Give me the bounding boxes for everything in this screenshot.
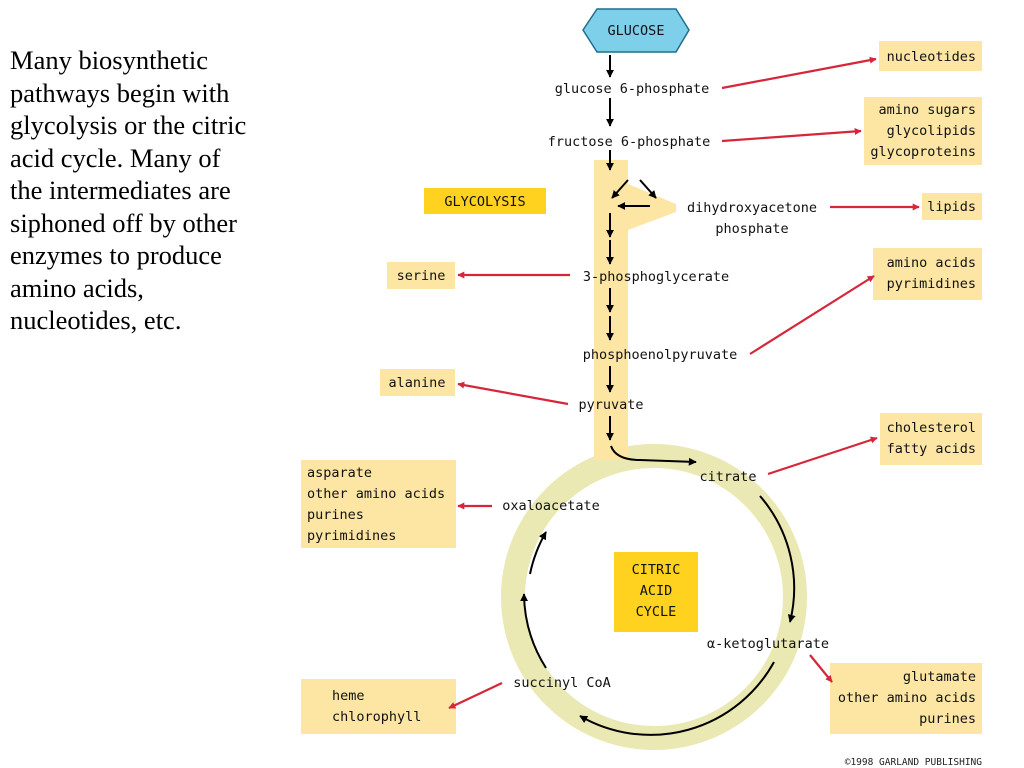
intro-line: glycolysis or the citric <box>10 110 247 140</box>
product-line: glutamate <box>903 669 976 685</box>
product-line: pyrimidines <box>307 528 396 544</box>
product-amino-acids-pyrimidines: amino acids pyrimidines <box>873 248 982 300</box>
product-line: heme <box>332 688 365 704</box>
cycle-label-box: CITRIC ACID CYCLE <box>614 552 698 632</box>
intermediates: glucose 6-phosphate fructose 6-phosphate… <box>502 81 829 691</box>
product-line: serine <box>397 268 446 284</box>
glucose-label: GLUCOSE <box>608 23 665 39</box>
flow-arrow <box>639 179 657 199</box>
cycle-arrow <box>529 531 547 575</box>
intermediate-succoa: succinyl CoA <box>513 675 611 691</box>
product-line: lipids <box>927 199 976 215</box>
branch-arrow-amino-sugars <box>721 127 862 143</box>
cycle-label-line: CYCLE <box>636 604 677 620</box>
product-line: asparate <box>307 465 372 481</box>
glycolysis-label: GLYCOLYSIS <box>444 194 525 210</box>
product-line: glycoproteins <box>870 144 976 160</box>
intro-line: nucleotides, etc. <box>10 305 182 335</box>
branch-arrow-alanine <box>457 381 569 406</box>
intro-line: siphoned off by other <box>10 207 237 238</box>
product-serine: serine <box>387 262 455 289</box>
product-boxes: nucleotides amino sugars glycolipids gly… <box>301 41 982 734</box>
product-line: alanine <box>389 375 446 391</box>
product-line: pyrimidines <box>887 276 976 292</box>
product-line: cholesterol <box>887 420 976 436</box>
product-line: other amino acids <box>838 690 976 706</box>
intro-line: pathways begin with <box>10 77 230 108</box>
branch-arrows <box>448 56 920 709</box>
product-line: amino sugars <box>878 102 976 118</box>
intro-line: Many biosynthetic <box>10 45 208 75</box>
product-line: fatty acids <box>887 441 976 457</box>
product-line: amino acids <box>887 255 976 271</box>
glucose-node: GLUCOSE <box>582 8 690 53</box>
intermediate-f6p: fructose 6-phosphate <box>548 134 711 150</box>
flow-arrow <box>610 445 697 466</box>
product-asparate: asparate other amino acids purines pyrim… <box>301 460 456 548</box>
branch-arrow-nucleotides <box>721 56 877 90</box>
intro-line: enzymes to produce <box>10 240 222 270</box>
intermediate-pep: phosphoenolpyruvate <box>583 347 737 363</box>
product-heme: heme chlorophyll <box>301 679 456 734</box>
intro-line: the intermediates are <box>10 175 231 205</box>
cycle-label-line: ACID <box>640 583 673 599</box>
intro-line: amino acids, <box>10 272 144 303</box>
product-line: other amino acids <box>307 486 445 502</box>
product-line: nucleotides <box>887 49 976 65</box>
intermediate-oaa: oxaloacetate <box>502 498 600 514</box>
glycolysis-band <box>594 160 676 460</box>
intermediate-3pg: 3-phosphoglycerate <box>583 269 729 285</box>
cycle-ring <box>501 444 807 750</box>
product-line: purines <box>919 711 976 727</box>
intermediate-dhap: dihydroxyacetone <box>687 200 817 216</box>
product-amino-sugars: amino sugars glycolipids glycoproteins <box>864 97 982 165</box>
flow-arrow <box>611 179 629 199</box>
flow-arrows <box>520 55 796 736</box>
product-cholesterol: cholesterol fatty acids <box>880 413 982 465</box>
cycle-label-line: CITRIC <box>632 562 681 578</box>
intermediate-pyruvate: pyruvate <box>578 397 643 413</box>
product-lipids: lipids <box>922 193 982 220</box>
intro-line: acid cycle. Many of <box>10 142 221 173</box>
cycle-arrow <box>759 495 796 623</box>
intro-paragraph: Many biosynthetic pathways begin with gl… <box>10 44 330 337</box>
product-nucleotides: nucleotides <box>879 41 982 71</box>
intermediate-dhap: phosphate <box>715 221 788 237</box>
copyright: ©1998 GARLAND PUBLISHING <box>845 757 983 768</box>
product-line: glycolipids <box>887 123 976 139</box>
intermediate-g6p: glucose 6-phosphate <box>555 81 709 97</box>
product-alanine: alanine <box>380 369 455 396</box>
cycle-arrow <box>520 593 547 669</box>
product-glutamate: glutamate other amino acids purines <box>830 663 982 734</box>
intermediate-akg: α-ketoglutarate <box>707 636 829 652</box>
glycolysis-label-box: GLYCOLYSIS <box>424 188 546 214</box>
product-line: purines <box>307 507 364 523</box>
product-line: chlorophyll <box>332 709 421 725</box>
intermediate-citrate: citrate <box>700 469 757 485</box>
branch-arrow-glutamate <box>809 654 833 683</box>
branch-arrow-heme <box>448 682 503 709</box>
branch-arrow-cholesterol <box>767 436 878 476</box>
branch-arrow-amino-acids <box>749 275 875 355</box>
cycle-arrow <box>579 661 775 736</box>
